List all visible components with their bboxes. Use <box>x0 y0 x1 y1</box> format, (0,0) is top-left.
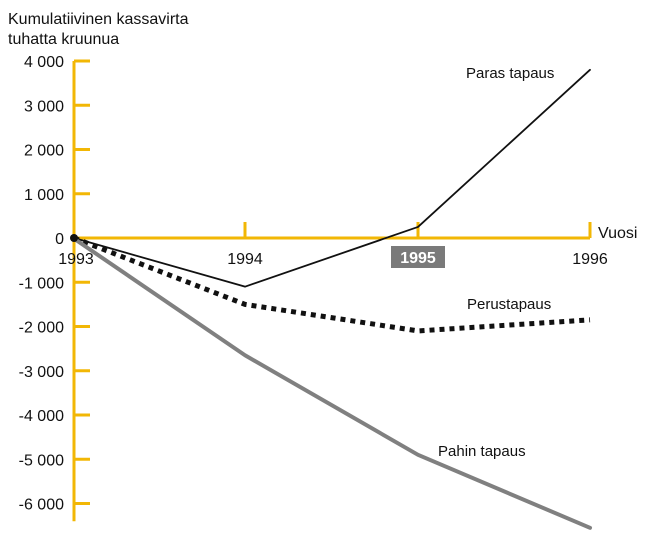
y-tick-label-6: -2 000 <box>19 320 64 337</box>
y-axis-label-line-2: tuhatta kruunua <box>8 31 119 48</box>
origin-point <box>70 234 78 242</box>
x-axis-label: Vuosi <box>598 225 637 242</box>
y-tick-label-1: 3 000 <box>24 98 64 115</box>
series-label-2: Pahin tapaus <box>438 443 526 460</box>
labels-layer: 4 000 3 000 2 000 1 000 0 -1 000 -2 000 -3 000 -… <box>19 54 608 514</box>
series-label-1: Perustapaus <box>467 296 551 313</box>
y-tick-label-7: -3 000 <box>19 364 64 381</box>
x-tick-label-0: 1993 <box>58 251 94 268</box>
x-tick-label-3: 1996 <box>572 251 608 268</box>
y-tick-label-10: -6 000 <box>19 497 64 514</box>
series-label-0: Paras tapaus <box>466 65 554 82</box>
y-axis-label-line-1: Kumulatiivinen kassavirta <box>8 11 189 28</box>
y-tick-label-2: 2 000 <box>24 143 64 160</box>
x-tick-label-2: 1995 <box>400 250 436 267</box>
x-tick-highlight-box <box>391 246 445 268</box>
series-layer <box>70 68 592 530</box>
series-line-2 <box>74 238 592 530</box>
y-tick-label-3: 1 000 <box>24 187 64 204</box>
y-tick-label-9: -5 000 <box>19 452 64 469</box>
series-line-0 <box>73 68 591 288</box>
y-tick-label-4: 0 <box>55 231 64 248</box>
series-line-1 <box>73 235 591 334</box>
y-tick-label-5: -1 000 <box>19 275 64 292</box>
y-tick-label-0: 4 000 <box>24 54 64 71</box>
x-tick-label-1: 1994 <box>227 251 263 268</box>
y-tick-label-8: -4 000 <box>19 408 64 425</box>
